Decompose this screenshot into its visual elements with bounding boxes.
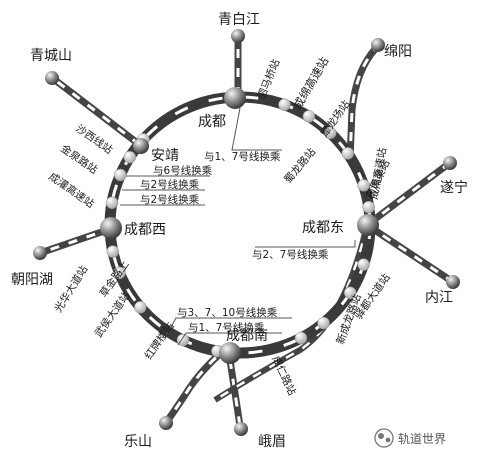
transfer-chengdu-east: 与2、7号线换乘: [252, 248, 329, 261]
label-chengdu-east: 成都东: [302, 220, 344, 236]
transfer-chengdu-south: 与1、7号线换乘: [188, 321, 265, 334]
station-bead[interactable]: [113, 266, 126, 280]
label-mianyang: 绵阳: [384, 43, 412, 60]
label-anjing: 安靖: [151, 148, 179, 164]
transfer-jinquan-6: 与6号线换乘: [153, 164, 213, 177]
label-suining: 遂宁: [440, 179, 468, 196]
branch-chengdu-east-south-curve: [213, 224, 370, 403]
terminal-dot-mianyang[interactable]: [371, 38, 385, 52]
station-bead[interactable]: [105, 196, 119, 210]
hub-anjing[interactable]: [133, 138, 149, 154]
hub-chengdu-east[interactable]: [357, 214, 379, 236]
terminal-dot-neijiang[interactable]: [446, 275, 460, 289]
label-shulong-lu: 蜀龙路站: [281, 145, 318, 186]
watermark-icon: [374, 428, 394, 448]
branch-neijiang: [365, 222, 452, 283]
terminal-dot-qingbaijiang[interactable]: [231, 29, 245, 43]
branch-qingchengshan: [52, 77, 143, 148]
terminal-dot-suining[interactable]: [443, 156, 457, 170]
station-bead[interactable]: [106, 245, 120, 258]
transfer-hongpailou: 与3、7、10号线换乘: [177, 306, 278, 319]
hub-stations: [100, 87, 379, 364]
station-bead[interactable]: [114, 168, 127, 182]
station-bead[interactable]: [357, 179, 370, 192]
station-bead[interactable]: [343, 286, 357, 300]
station-bead[interactable]: [123, 150, 137, 164]
label-qingchengshan: 青城山: [30, 48, 72, 64]
label-wuhou-dadao: 武侯大道站: [92, 289, 133, 340]
branch-leshan: [165, 342, 233, 423]
label-simaqiao: 驷马桥站: [255, 57, 283, 101]
label-chaoyanghu: 朝阳湖: [11, 272, 53, 288]
label-guanghua-dadao: 光华大道站: [52, 263, 91, 315]
station-bead[interactable]: [357, 258, 370, 271]
branch-suining: [364, 162, 450, 228]
label-chengdu: 成都: [198, 114, 226, 130]
label-chengmian-gaosu: 成绵高速站: [290, 54, 331, 111]
terminal-dot-qingchengshan[interactable]: [45, 71, 59, 85]
label-emei: 峨眉: [258, 434, 286, 450]
label-chengdu-west: 成都西: [124, 222, 166, 238]
terminal-dot-chaoyanghu[interactable]: [33, 246, 47, 260]
watermark: 轨道世界: [374, 428, 446, 448]
station-bead[interactable]: [317, 316, 330, 330]
hub-chengdu-west[interactable]: [100, 217, 122, 239]
transfer-chengguan-2: 与2号线换乘: [140, 193, 200, 206]
station-bead[interactable]: [302, 110, 316, 123]
station-bead[interactable]: [362, 200, 375, 214]
station-bead[interactable]: [134, 301, 147, 314]
watermark-text: 轨道世界: [398, 432, 446, 446]
terminal-dot-emei[interactable]: [234, 422, 248, 436]
label-neijiang: 内江: [425, 290, 453, 306]
station-bead[interactable]: [294, 331, 308, 345]
hub-chengdu[interactable]: [224, 87, 246, 109]
hub-chengdu-south[interactable]: [219, 342, 241, 364]
station-bead[interactable]: [341, 147, 355, 160]
terminal-dot-leshan[interactable]: [159, 416, 173, 430]
transfer-callouts: [120, 107, 356, 346]
label-chengdu-south: 成都南: [226, 328, 268, 344]
station-bead[interactable]: [324, 126, 337, 140]
branch-mianyang: [346, 45, 379, 161]
label-leshan: 乐山: [124, 434, 152, 450]
branch-lines: [41, 38, 452, 427]
station-bead[interactable]: [176, 333, 190, 347]
label-chengguan-gaosu: 成灌高速站: [46, 170, 97, 211]
transfer-chengdu: 与1、7号线换乘: [204, 150, 281, 163]
label-qingbaijiang: 青白江: [218, 12, 260, 28]
branch-emei: [226, 359, 244, 427]
transfer-jinquan-2: 与2号线换乘: [140, 178, 200, 191]
station-bead[interactable]: [278, 98, 291, 111]
terminal-dots: [33, 29, 460, 436]
